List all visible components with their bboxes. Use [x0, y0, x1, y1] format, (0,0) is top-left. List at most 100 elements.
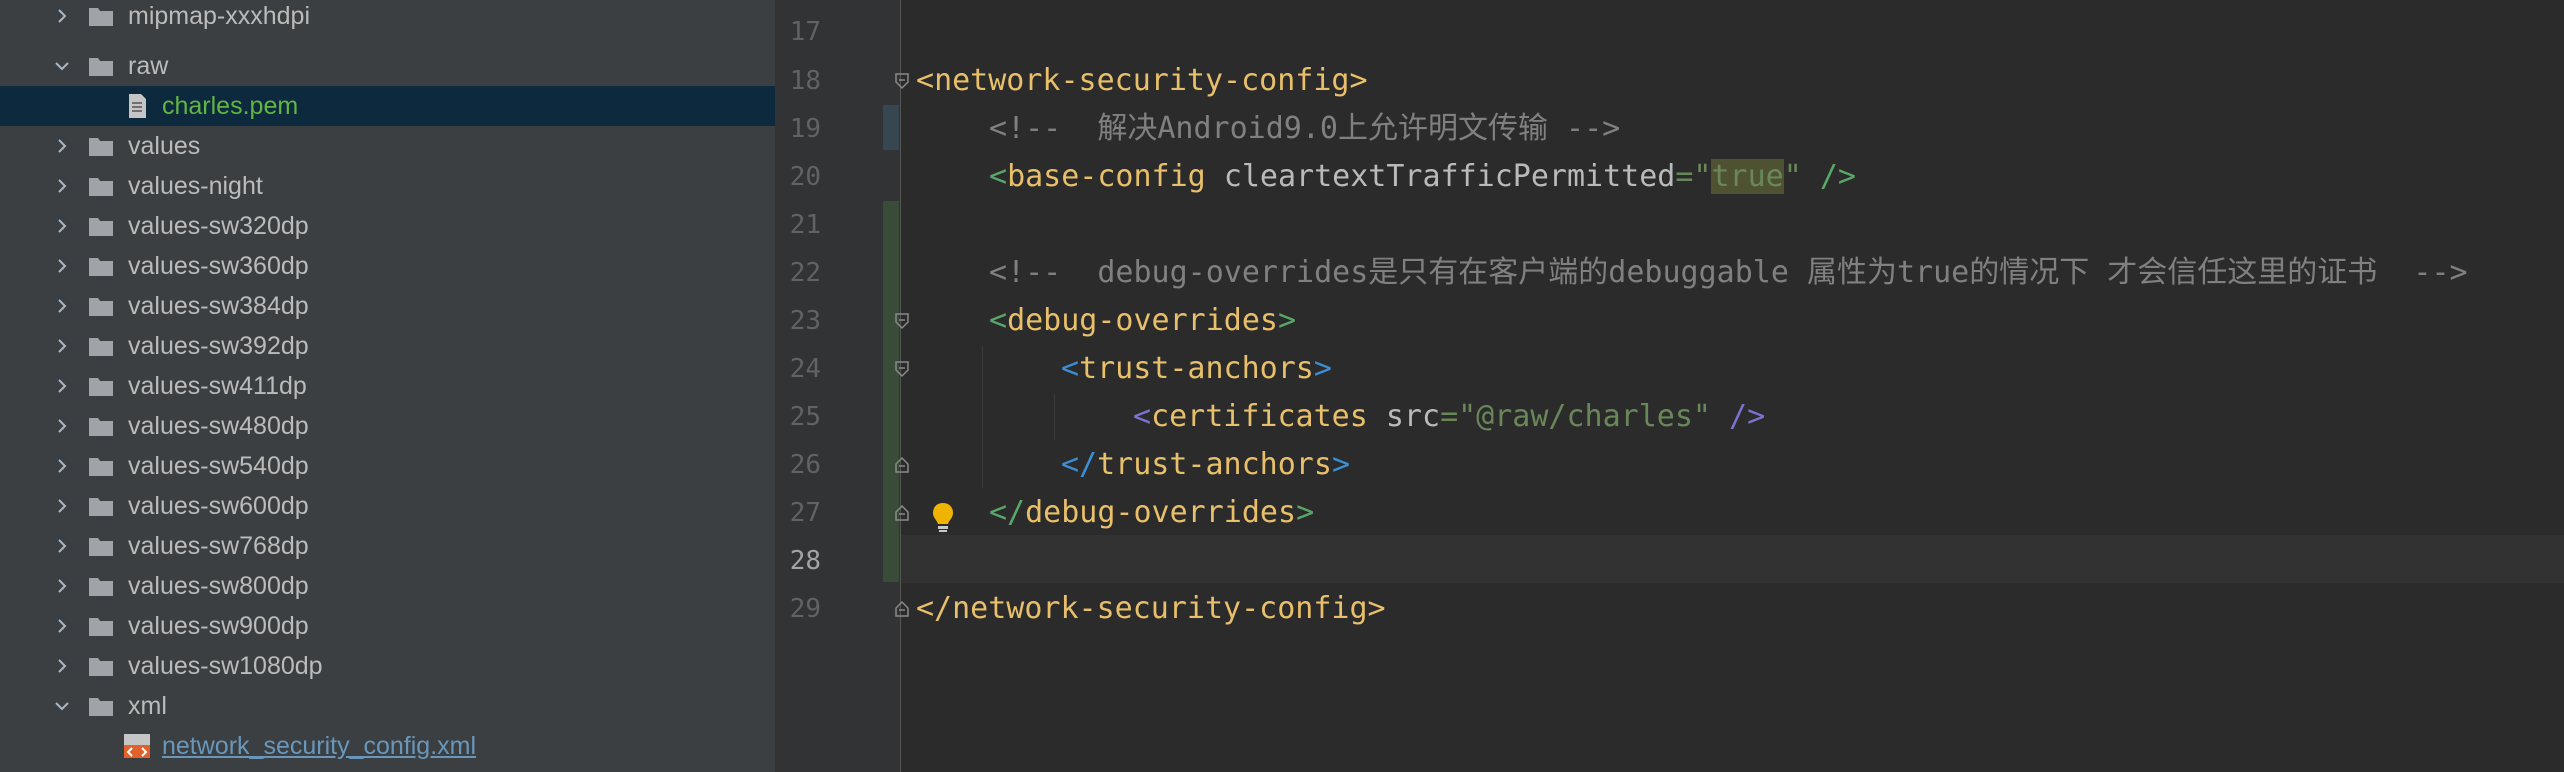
- code-line-27[interactable]: </debug-overrides>: [989, 489, 1314, 537]
- chevron-right-icon[interactable]: [52, 136, 72, 156]
- tree-item-xml[interactable]: xml: [0, 686, 775, 726]
- fold-close-icon[interactable]: [894, 600, 910, 618]
- chevron-right-icon[interactable]: [52, 456, 72, 476]
- chevron-right-icon[interactable]: [52, 216, 72, 236]
- chevron-right-icon[interactable]: [52, 176, 72, 196]
- vcs-modified-marker[interactable]: [883, 105, 899, 150]
- folder-icon: [89, 658, 113, 676]
- fold-close-icon[interactable]: [894, 456, 910, 474]
- tree-item-values-sw320dp[interactable]: values-sw320dp: [0, 206, 775, 246]
- tag-bracket: >: [1331, 447, 1350, 482]
- tree-item-label: values-night: [128, 171, 263, 200]
- tree-item-label: network_security_config.xml: [162, 731, 477, 760]
- tree-item-label: xml: [128, 691, 167, 720]
- tag-name: debug-overrides: [1025, 495, 1297, 530]
- folder-icon: [89, 418, 113, 436]
- folder-icon: [89, 178, 113, 196]
- code-line-29[interactable]: </network-security-config>: [916, 585, 1386, 633]
- tree-item-values-sw540dp[interactable]: values-sw540dp: [0, 446, 775, 486]
- tree-item-label: values-sw411dp: [128, 371, 307, 400]
- tag-bracket: <: [1061, 351, 1080, 386]
- chevron-down-icon[interactable]: [52, 696, 72, 716]
- line-number: 21: [789, 210, 821, 240]
- folder-icon: [89, 298, 113, 316]
- chevron-right-icon[interactable]: [52, 6, 72, 26]
- tree-item-network-security-config[interactable]: network_security_config.xml: [0, 726, 775, 766]
- folder-icon: [89, 138, 113, 156]
- folder-icon: [89, 578, 113, 596]
- tree-item-values-sw360dp[interactable]: values-sw360dp: [0, 246, 775, 286]
- project-tree: mipmap-xxxhdpi raw charles.pem values va…: [0, 0, 775, 772]
- vcs-added-marker[interactable]: [883, 201, 899, 582]
- code-line-22[interactable]: <!-- debug-overrides是只有在客户端的debuggable 属…: [989, 249, 2468, 297]
- tree-item-values-sw600dp[interactable]: values-sw600dp: [0, 486, 775, 526]
- tag-bracket: </: [1061, 447, 1098, 482]
- attribute-name: src: [1385, 399, 1441, 434]
- fold-open-icon[interactable]: [894, 360, 910, 378]
- tree-item-label: values-sw480dp: [128, 411, 309, 440]
- tree-item-label: values-sw360dp: [128, 251, 309, 280]
- fold-close-icon[interactable]: [894, 504, 910, 522]
- chevron-right-icon[interactable]: [52, 616, 72, 636]
- tree-item-mipmap-xxxhdpi[interactable]: mipmap-xxxhdpi: [0, 0, 775, 36]
- tree-item-raw[interactable]: raw: [0, 46, 775, 86]
- attribute-value: "@raw/charles": [1458, 399, 1711, 434]
- chevron-right-icon[interactable]: [52, 376, 72, 396]
- tree-item-label: values-sw600dp: [128, 491, 309, 520]
- tag-name: network-security-config: [934, 63, 1350, 98]
- tag-bracket: <: [989, 303, 1008, 338]
- chevron-right-icon[interactable]: [52, 576, 72, 596]
- tag-name: network-security-config: [952, 591, 1368, 626]
- tree-item-values-sw411dp[interactable]: values-sw411dp: [0, 366, 775, 406]
- folder-icon: [89, 458, 113, 476]
- folder-icon: [89, 618, 113, 636]
- chevron-right-icon[interactable]: [52, 336, 72, 356]
- tree-item-label: values-sw392dp: [128, 331, 309, 360]
- tree-item-values-sw480dp[interactable]: values-sw480dp: [0, 406, 775, 446]
- tree-item-values-sw1080dp[interactable]: values-sw1080dp: [0, 646, 775, 686]
- tree-item-values-sw384dp[interactable]: values-sw384dp: [0, 286, 775, 326]
- code-line-24[interactable]: <trust-anchors>: [1061, 345, 1332, 393]
- tree-item-values-sw768dp[interactable]: values-sw768dp: [0, 526, 775, 566]
- tree-item-charles-pem[interactable]: charles.pem: [0, 86, 775, 126]
- folder-icon: [89, 538, 113, 556]
- code-line-23[interactable]: <debug-overrides>: [989, 297, 1296, 345]
- tag-bracket: <: [1133, 399, 1152, 434]
- chevron-down-icon[interactable]: [52, 56, 72, 76]
- code-line-20[interactable]: <base-config cleartextTrafficPermitted="…: [989, 153, 1856, 201]
- code-line-18[interactable]: <network-security-config>: [916, 57, 1368, 105]
- chevron-right-icon[interactable]: [52, 256, 72, 276]
- xml-file-icon: [124, 734, 150, 758]
- attribute-value-highlighted: true: [1711, 159, 1784, 194]
- tag-name: trust-anchors: [1079, 351, 1314, 386]
- folder-icon: [89, 218, 113, 236]
- tree-item-values-sw900dp[interactable]: values-sw900dp: [0, 606, 775, 646]
- chevron-right-icon[interactable]: [52, 496, 72, 516]
- tree-item-values[interactable]: values: [0, 126, 775, 166]
- indent-guide: [982, 346, 983, 488]
- folder-icon: [89, 498, 113, 516]
- tree-item-values-night[interactable]: values-night: [0, 166, 775, 206]
- line-number-current: 28: [789, 546, 821, 576]
- tree-item-values-sw800dp[interactable]: values-sw800dp: [0, 566, 775, 606]
- lightbulb-icon[interactable]: [931, 501, 955, 533]
- tag-bracket: </: [916, 591, 953, 626]
- folder-icon: [89, 258, 113, 276]
- chevron-right-icon[interactable]: [52, 416, 72, 436]
- chevron-right-icon[interactable]: [52, 296, 72, 316]
- fold-open-icon[interactable]: [894, 312, 910, 330]
- line-number: 25: [789, 402, 821, 432]
- code-line-25[interactable]: <certificates src="@raw/charles" />: [1133, 393, 1765, 441]
- code-line-26[interactable]: </trust-anchors>: [1061, 441, 1350, 489]
- tree-item-values-sw392dp[interactable]: values-sw392dp: [0, 326, 775, 366]
- tag-bracket: />: [1711, 399, 1766, 434]
- fold-open-icon[interactable]: [894, 72, 910, 90]
- code-line-19[interactable]: <!-- 解决Android9.0上允许明文传输 -->: [989, 105, 1620, 153]
- tree-item-label: values-sw800dp: [128, 571, 309, 600]
- chevron-right-icon[interactable]: [52, 656, 72, 676]
- tag-bracket: >: [1367, 591, 1386, 626]
- attribute-name: cleartextTrafficPermitted: [1223, 159, 1676, 194]
- chevron-right-icon[interactable]: [52, 536, 72, 556]
- code-editor[interactable]: 17 18 19 20 21 22 23 24 25 26 27 28 29 <…: [775, 0, 2564, 772]
- line-number: 18: [789, 66, 821, 96]
